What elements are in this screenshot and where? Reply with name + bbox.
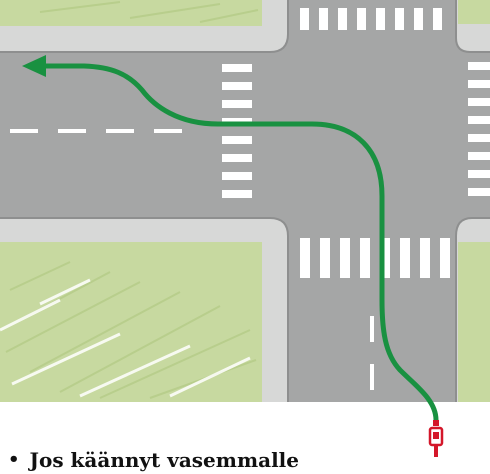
grass-top-right (458, 0, 490, 24)
grass-areas (0, 0, 490, 402)
road-surface (0, 0, 490, 402)
crosswalk-right (468, 62, 490, 196)
lane-markings (10, 129, 374, 390)
grass-top-left (0, 0, 262, 26)
grass-bottom-left (0, 242, 262, 402)
bicycle-icon (428, 420, 444, 457)
curb-lines (0, 0, 490, 402)
sidewalks (0, 0, 490, 402)
caption-text: Jos käännyt vasemmalle (29, 448, 299, 472)
route-arrow-icon (22, 55, 439, 423)
grass-bottom-right (458, 242, 490, 402)
caption: • Jos käännyt vasemmalle (8, 446, 299, 474)
crosswalk-bottom (300, 238, 450, 278)
crosswalk-top (300, 8, 442, 30)
bullet-icon: • (8, 449, 20, 470)
